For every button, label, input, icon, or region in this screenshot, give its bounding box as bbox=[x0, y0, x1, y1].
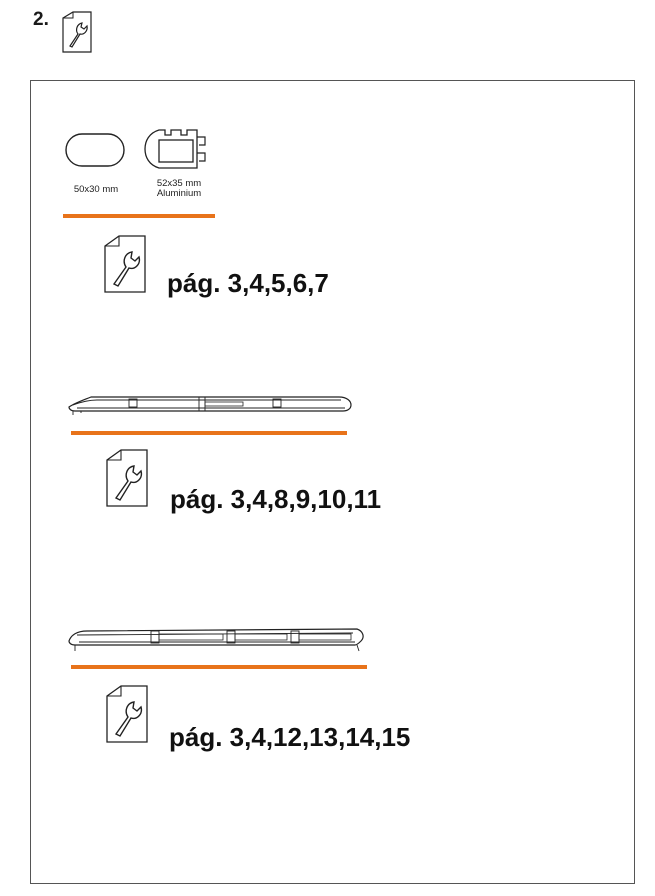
wrench-document-icon bbox=[104, 684, 150, 744]
alu-profile-size: 52x35 mm bbox=[156, 178, 202, 189]
page-reference: pág. 3,4,12,13,14,15 bbox=[169, 722, 411, 752]
content-frame: 50x30 mm 52x35 mm Aluminium pág. 3,4,5,6… bbox=[30, 80, 635, 884]
alu-profile-drawing bbox=[141, 127, 211, 171]
section-divider bbox=[63, 214, 215, 218]
step-number: 2. bbox=[33, 9, 49, 30]
oval-profile-drawing bbox=[64, 132, 126, 168]
section-divider bbox=[71, 665, 367, 669]
wrench-document-icon bbox=[104, 448, 150, 508]
page-reference: pág. 3,4,5,6,7 bbox=[167, 268, 329, 298]
alu-profile-material: Aluminium bbox=[156, 188, 202, 199]
oval-profile-label: 50x30 mm bbox=[73, 184, 119, 195]
integrated-rail-drawing bbox=[67, 621, 367, 657]
wrench-document-icon bbox=[60, 10, 94, 54]
roof-rail-drawing bbox=[67, 389, 353, 419]
page-reference: pág. 3,4,8,9,10,11 bbox=[170, 484, 382, 514]
section-divider bbox=[71, 431, 347, 435]
alu-profile-label: 52x35 mm Aluminium bbox=[139, 179, 219, 199]
wrench-document-icon bbox=[102, 234, 148, 294]
